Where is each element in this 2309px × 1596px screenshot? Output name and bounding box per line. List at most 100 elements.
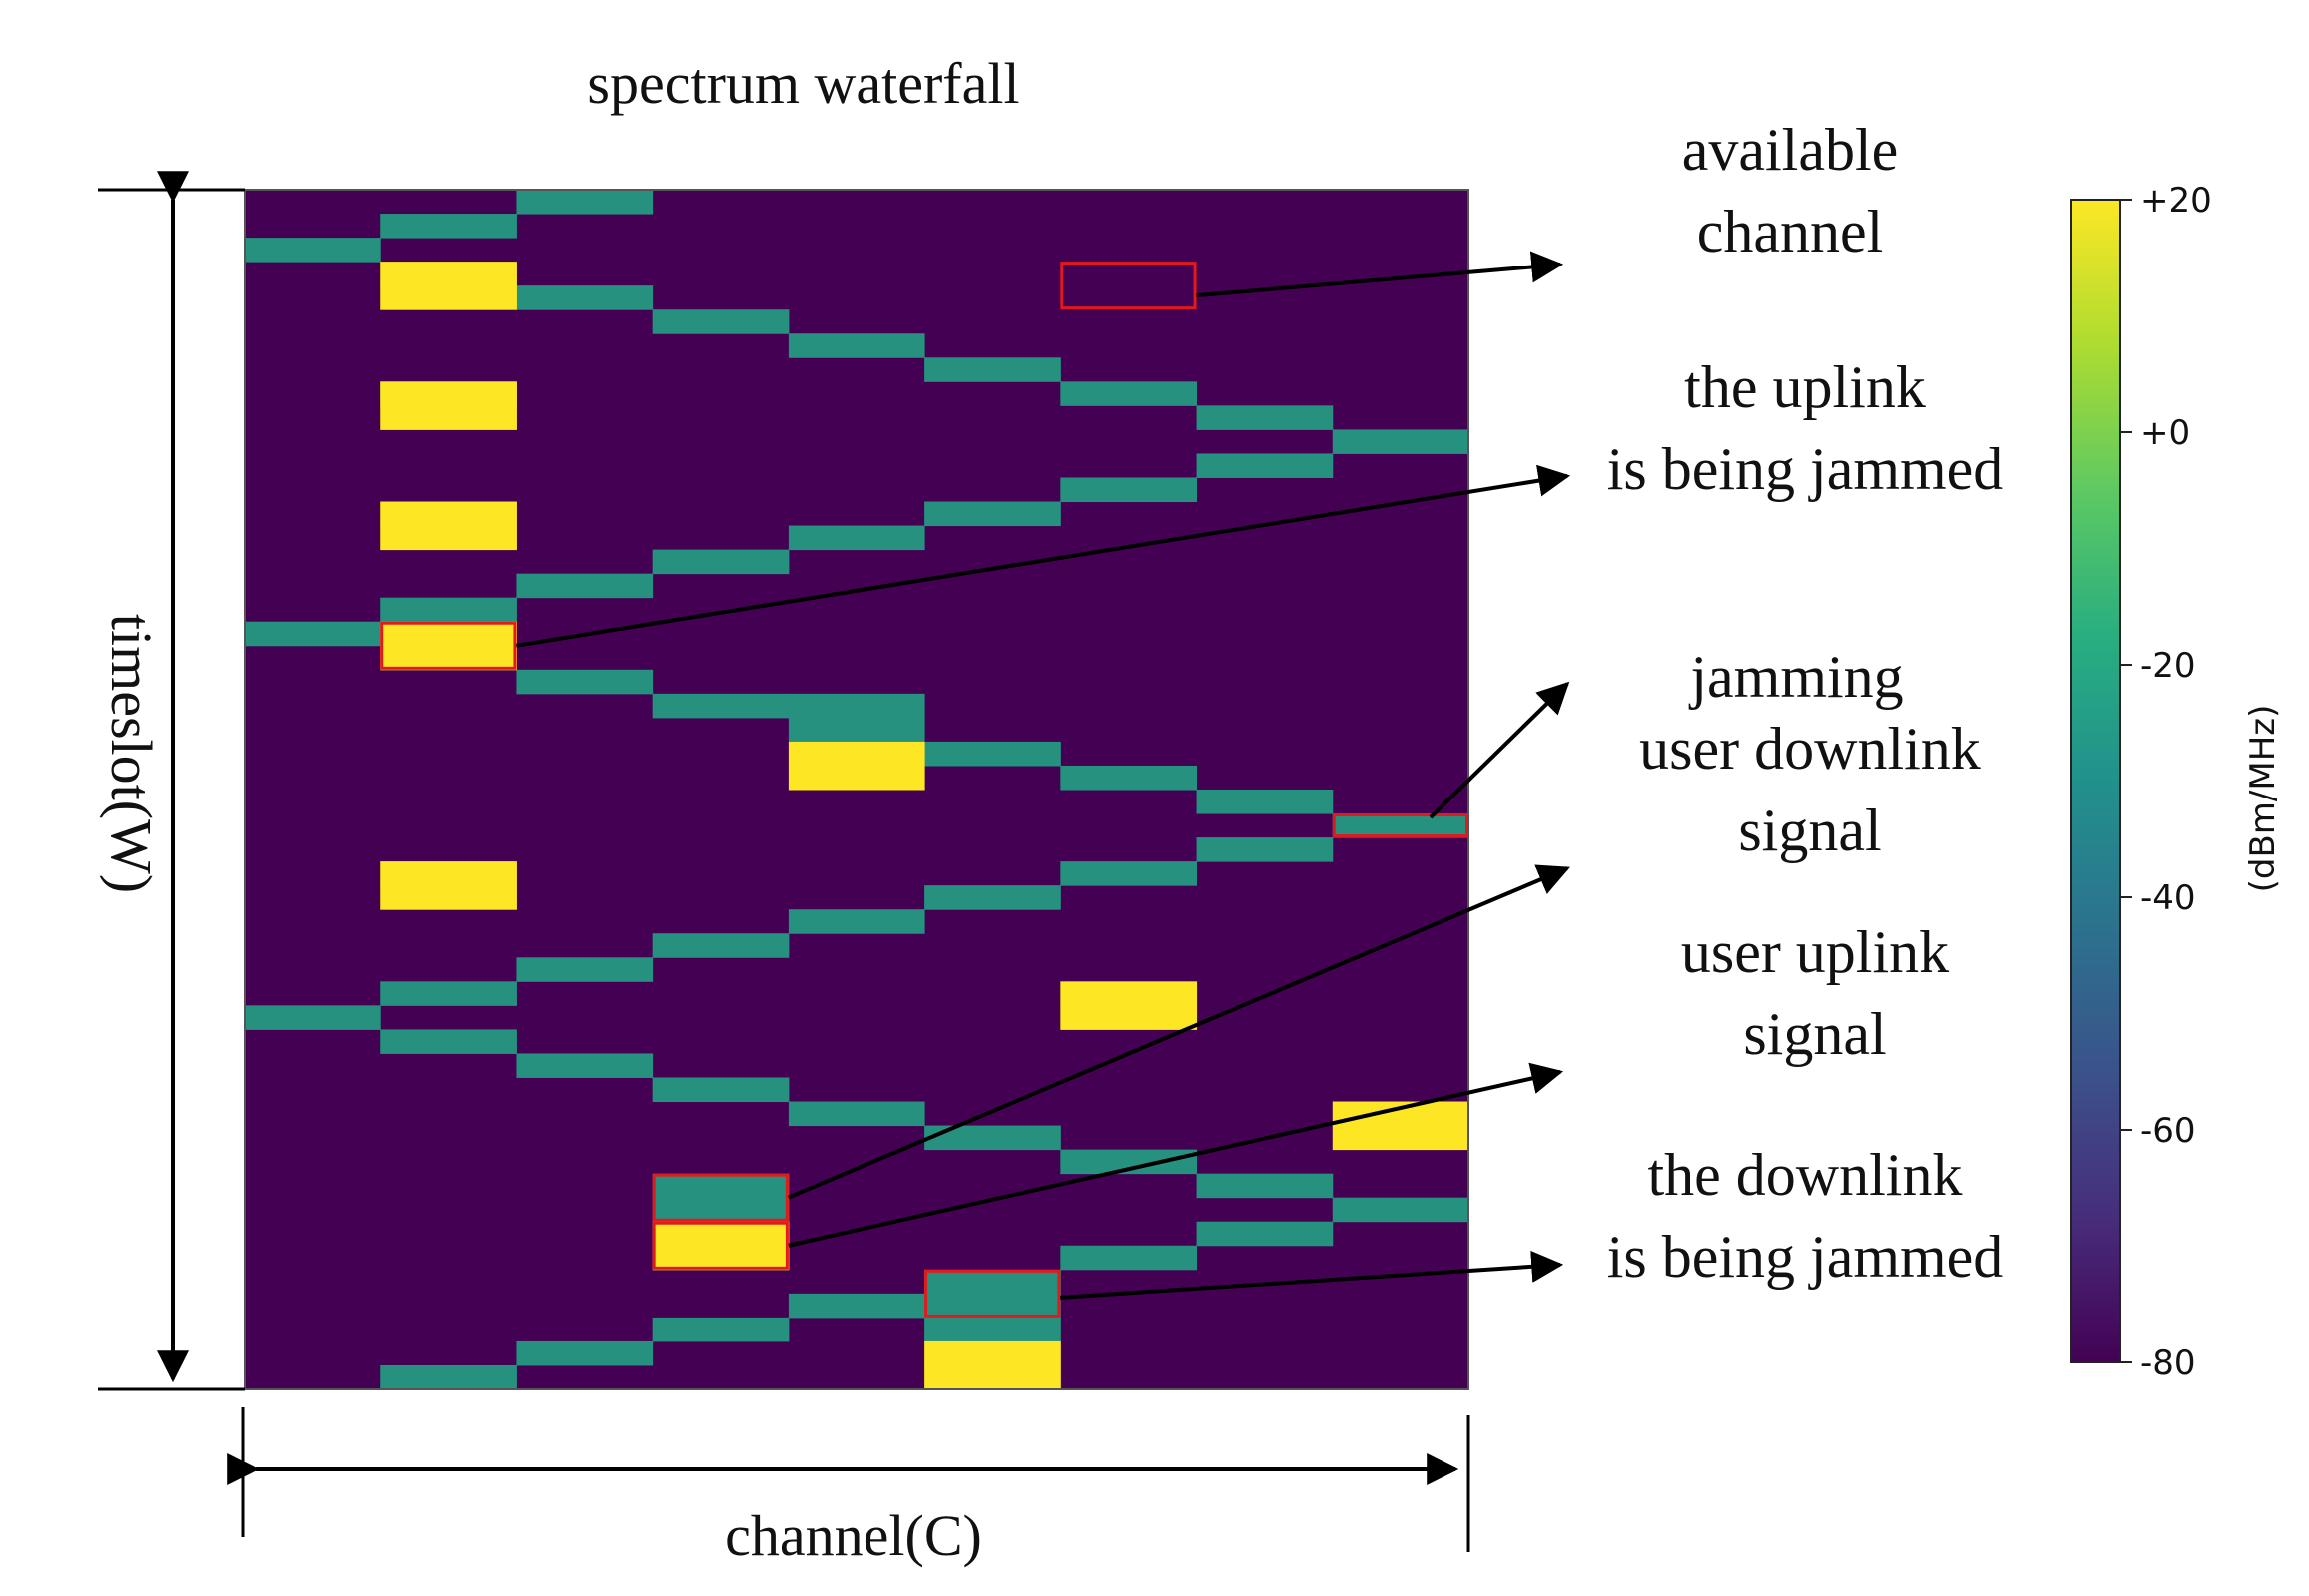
colorbar-tick-label: -80: [2140, 1343, 2196, 1383]
annotation-arrow: [1429, 681, 1570, 819]
highlight-box: [1060, 262, 1197, 310]
signal-cell: [924, 1269, 1061, 1295]
signal-cell: [652, 693, 790, 719]
jamming-cell: [924, 1364, 1061, 1390]
jamming-cell: [788, 741, 925, 767]
jamming-cell: [788, 765, 925, 791]
signal-cell: [516, 1053, 654, 1078]
signal-cell: [1060, 765, 1198, 791]
jamming-cell: [380, 621, 517, 647]
jamming-cell: [380, 501, 517, 527]
annotation-line: is being jammed: [1607, 436, 2004, 502]
annotation-arrow: [788, 1062, 1564, 1248]
colorbar-gradient: [2070, 199, 2121, 1363]
y-dimension-marker: [98, 171, 245, 1391]
jamming-cell: [380, 525, 517, 551]
annotation-arrow: [1196, 251, 1564, 298]
signal-cell: [1196, 453, 1334, 478]
signal-cell: [788, 693, 925, 719]
signal-cell: [788, 1293, 925, 1319]
signal-cell: [380, 214, 517, 239]
signal-cell: [788, 717, 925, 743]
jamming-cell: [1060, 981, 1198, 1006]
annotation-arrow: [788, 864, 1570, 1200]
jamming-cell: [380, 861, 517, 886]
signal-cell: [516, 957, 654, 982]
signal-cell: [652, 1317, 790, 1342]
colorbar-tick-label: -20: [2140, 646, 2196, 686]
signal-cell: [516, 190, 654, 215]
signal-cell: [652, 933, 790, 958]
annotation-arrow: [1060, 1250, 1564, 1300]
colorbar: +20 +0 -20 -40 -60 -80 (dBm/MHz): [2070, 181, 2283, 1383]
annotation-arrow: [516, 464, 1571, 648]
signal-cell: [1196, 1221, 1334, 1247]
signal-cell: [788, 1101, 925, 1127]
signal-cell: [1060, 1245, 1198, 1271]
colorbar-ticks: +20 +0 -20 -40 -60 -80: [2120, 181, 2212, 1383]
signal-cell: [516, 573, 654, 599]
signal-cell: [245, 1005, 381, 1030]
highlight-box: [1332, 813, 1469, 838]
signal-cell: [652, 1197, 790, 1223]
annotation-label: user uplink signal: [1681, 919, 1949, 1067]
jamming-cell: [380, 885, 517, 910]
signal-cell: [924, 501, 1061, 527]
annotation-label: jamming: [1688, 644, 1903, 710]
jamming-cell: [1332, 1125, 1469, 1151]
signal-cell: [788, 525, 925, 551]
annotation-line: signal: [1743, 1001, 1886, 1067]
colorbar-tick-label: -40: [2140, 878, 2196, 918]
signal-cell: [516, 669, 654, 695]
annotation-line: jamming: [1688, 644, 1903, 710]
signal-cell: [1196, 790, 1334, 814]
chart-title: spectrum waterfall: [587, 51, 1019, 116]
signal-cell: [924, 885, 1061, 910]
heatmap-frame: [244, 189, 1469, 1390]
signal-cell: [1196, 405, 1334, 430]
jamming-cell: [652, 1221, 790, 1247]
signal-cell: [516, 285, 654, 310]
jamming-cell: [380, 405, 517, 430]
signal-cell: [652, 1077, 790, 1103]
signal-cell: [924, 1293, 1061, 1319]
x-dimension-marker: [227, 1407, 1470, 1552]
y-axis-label: timeslot(W): [99, 614, 164, 893]
signal-cell: [380, 981, 517, 1006]
highlight-box: [652, 1221, 789, 1270]
annotation-label: the uplink is being jammed: [1607, 354, 2004, 502]
annotation-line: the downlink: [1648, 1142, 1963, 1208]
signal-cell: [924, 741, 1061, 767]
jamming-cell: [380, 381, 517, 406]
signal-cell: [1196, 1173, 1334, 1199]
signal-cell: [245, 238, 381, 263]
signal-cell: [380, 597, 517, 623]
signal-cell: [380, 1029, 517, 1054]
signal-cell: [1060, 477, 1198, 503]
jamming-cell: [1060, 1005, 1198, 1030]
x-axis-label: channel(C): [725, 1503, 982, 1568]
highlight-box: [652, 1173, 789, 1222]
annotation-line: user uplink: [1681, 919, 1949, 985]
annotation-line: channel: [1697, 199, 1884, 265]
signal-cell: [788, 909, 925, 934]
colorbar-tick-label: -60: [2140, 1111, 2196, 1151]
colorbar-tick-label: +0: [2140, 413, 2190, 453]
highlight-box: [380, 621, 517, 670]
jamming-cell: [380, 285, 517, 310]
jamming-cell: [380, 262, 517, 286]
signal-cell: [652, 309, 790, 334]
signal-cell: [1332, 1197, 1469, 1223]
signal-cell: [788, 333, 925, 358]
annotation-line: the uplink: [1684, 354, 1926, 420]
signal-cell: [1060, 381, 1198, 406]
highlight-boxes: [380, 262, 1469, 1318]
colorbar-tick-label: +20: [2140, 181, 2212, 221]
jamming-cell: [380, 645, 517, 671]
signal-cell: [380, 1364, 517, 1390]
colorbar-label: (dBm/MHz): [2243, 705, 2283, 893]
